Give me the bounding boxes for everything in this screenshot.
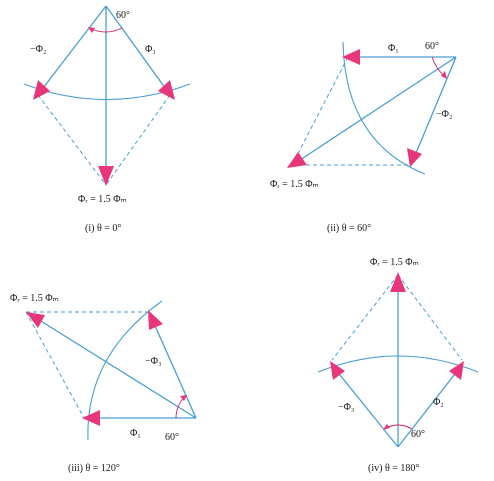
panel-ii-resultant-arrowhead [287, 152, 307, 168]
panel-ii-phasor-2-line [413, 56, 457, 159]
panel-i-angle-arrowhead [88, 27, 95, 33]
panel-ii-phasor-1-label: Φ₁ [388, 43, 399, 54]
panel-i-resultant-label: Φᵣ = 1.5 Φₘ [78, 194, 127, 205]
panel-i-phasor-1-line [39, 5, 107, 93]
panel-iv: 60° −Φ₃ Φ₂ Φᵣ = 1.5 Φₘ (iv) θ = 180° [317, 257, 479, 474]
panel-iii-phasor-1-arrowhead [82, 410, 100, 426]
panel-iii-phasor-1-label: Φ₁ [130, 428, 141, 439]
panel-iv-caption: (iv) θ = 180° [368, 463, 419, 474]
panel-ii-resultant-line [296, 56, 457, 163]
panel-iv-angle-label: 60° [411, 429, 425, 440]
panel-i: 60° −Φ₂ Φ₃ Φᵣ = 1.5 Φₘ (i) θ = 0° [23, 5, 191, 234]
panel-iii-resultant-label: Φᵣ = 1.5 Φₘ [10, 293, 59, 304]
panel-ii-angle-label: 60° [425, 41, 439, 52]
panel-i-phasor-2-line [105, 5, 169, 93]
panel-i-resultant-arrowhead [98, 166, 114, 186]
panel-ii-phasor-1-arrowhead [342, 49, 360, 65]
panel-i-dashed-line [37, 94, 107, 186]
panel-i-angle-label: 60° [116, 10, 130, 21]
panel-i-caption: (i) θ = 0° [85, 223, 121, 234]
panel-i-phasor-1-arrowhead [33, 80, 50, 100]
panel-iii-caption: (iii) θ = 120° [68, 463, 120, 474]
panel-iii-phasor-2-arrowhead [148, 310, 163, 330]
panel-iv-dashed-line [331, 274, 399, 361]
panel-ii-phasor-2-label: −Φ₂ [436, 109, 452, 120]
panel-iv-phasor-2-line [397, 369, 459, 448]
panel-ii-phasor-2-arrowhead [407, 148, 422, 167]
panel-ii-caption: (ii) θ = 60° [327, 223, 371, 234]
panel-i-phasor-1-label: −Φ₂ [30, 44, 46, 55]
panel-iv-phasor-1-label: −Φ₃ [338, 402, 354, 413]
panel-iv-phasor-2-label: Φ₂ [433, 397, 444, 408]
panel-ii-resultant-label: Φᵣ = 1.5 Φₘ [270, 179, 319, 190]
panel-iv-resultant-arrowhead [390, 272, 406, 292]
panel-iii-phasor-2-line [151, 318, 197, 419]
panel-iii-dashed-line [25, 311, 85, 419]
panel-i-phasor-2-arrowhead [158, 80, 175, 100]
panel-i-dashed-line [105, 94, 171, 186]
panel-i-phasor-2-label: Φ₃ [145, 44, 156, 55]
panel-iv-angle-arrowhead [383, 424, 390, 430]
panel-iii: 60° Φ₁ −Φ₃ Φᵣ = 1.5 Φₘ (iii) θ = 120° [10, 293, 197, 474]
panel-iii-angle-label: 60° [165, 432, 179, 443]
panel-iv-phasor-2-arrowhead [449, 361, 464, 380]
panel-iii-resultant-line [35, 317, 197, 419]
panel-iv-resultant-label: Φᵣ = 1.5 Φₘ [370, 257, 419, 268]
panel-iii-angle-arrowhead [180, 395, 187, 401]
panel-ii-angle-arrowhead [441, 71, 447, 79]
panel-iii-phasor-2-label: −Φ₃ [145, 356, 161, 367]
panel-iv-phasor-1-line [335, 369, 399, 448]
panel-iv-phasor-1-arrowhead [330, 361, 345, 380]
panel-iii-resultant-arrowhead [26, 312, 45, 328]
panel-iv-dashed-line [397, 274, 463, 361]
panel-ii: 60° Φ₁ −Φ₂ Φᵣ = 1.5 Φₘ (ii) θ = 60° [270, 41, 457, 234]
panel-ii-dashed-line [291, 56, 349, 166]
